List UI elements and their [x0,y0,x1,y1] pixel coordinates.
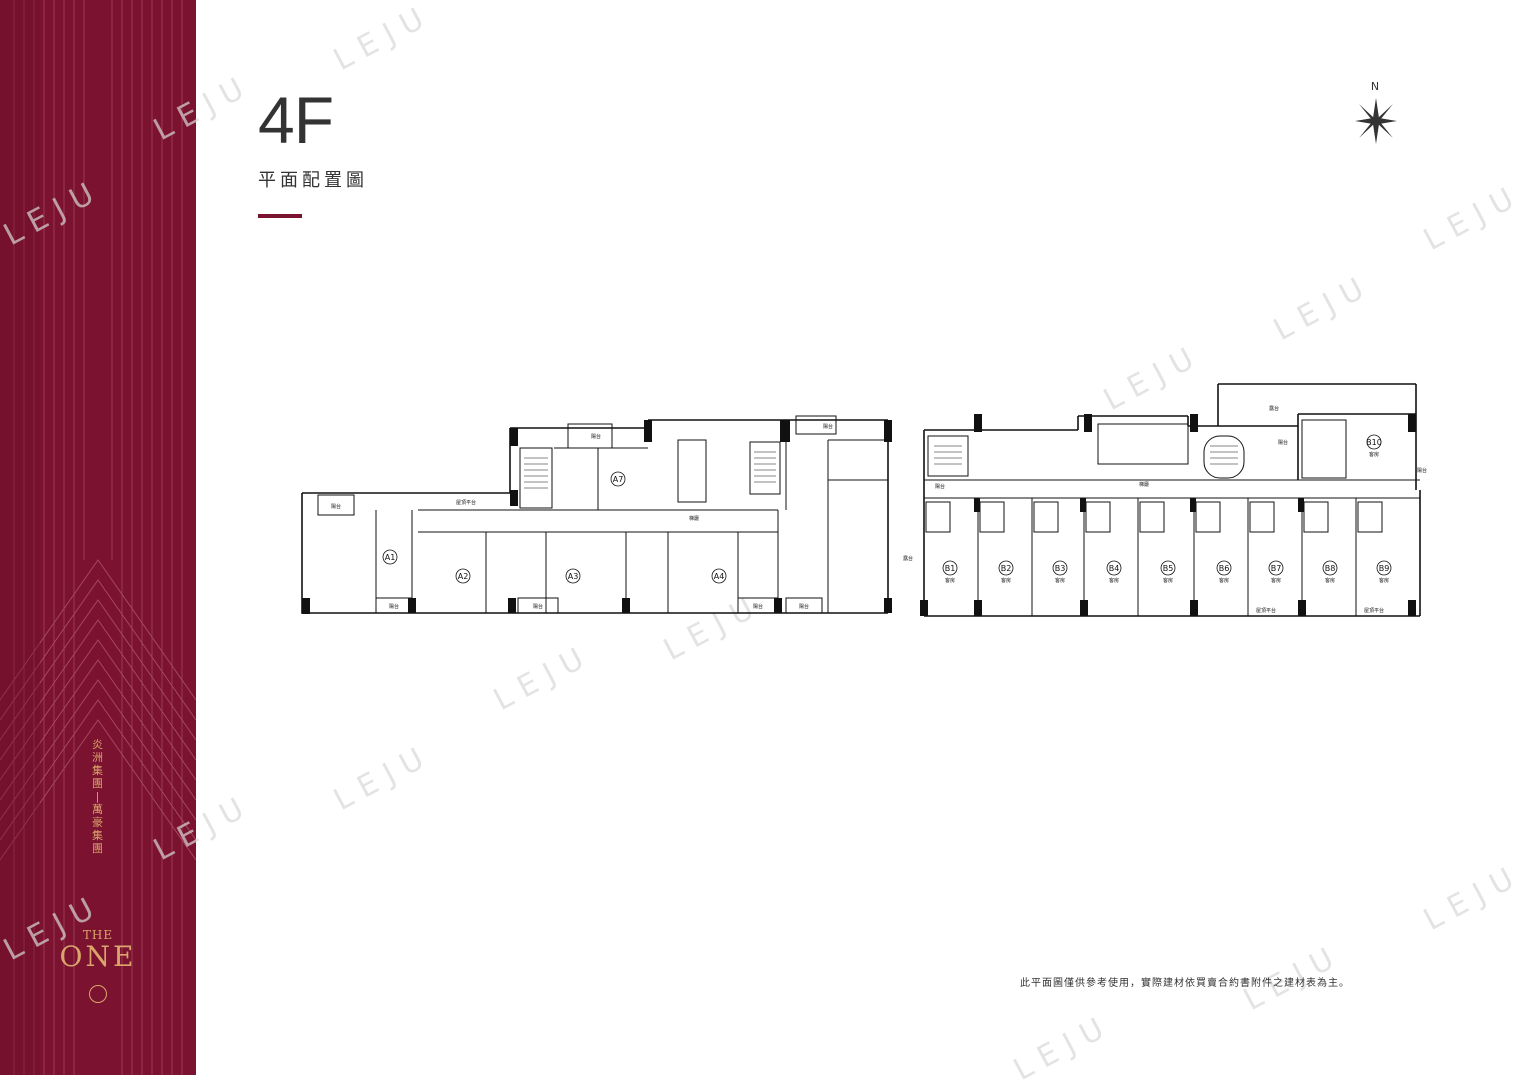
balcony-label: 陽台 [1417,467,1427,474]
unit-label: B6 [1219,564,1230,573]
watermark: LEJU [1268,267,1379,348]
page-subtitle: 平面配置圖 [258,170,368,191]
room-label: 客房 [1369,451,1379,458]
balcony-label: 陽台 [591,433,601,440]
unit-label: B9 [1379,564,1390,573]
terrace-label: 屋頂平台 [1256,607,1276,614]
logo-seal-icon [89,985,107,1003]
unit-label: B5 [1163,564,1174,573]
brand-char: 萬 [92,803,104,816]
unit-label: A2 [458,572,469,581]
floor-plan: A1 A2 A3 A4 A7 B1 B2 B3 B4 B5 B6 B7 B8 B… [301,383,1427,617]
unit-label: A7 [613,475,624,484]
watermark: LEJU [1418,177,1521,258]
brand-char: 團 [92,842,104,855]
brand-char: 集 [92,829,104,842]
room-label: 客房 [1109,577,1119,584]
brand-char: 集 [92,764,104,777]
brand-char: 洲 [92,751,104,764]
room-label: 客房 [1055,577,1065,584]
room-label: 客房 [1001,577,1011,584]
disclaimer-text: 此平面圖僅供參考使用，實際建材依買賣合約書附件之建材表為主。 [1020,978,1350,989]
unit-label: A4 [714,572,725,581]
sidebar-pattern [0,0,196,1075]
room-label: 客房 [945,577,955,584]
watermark: LEJU [328,737,439,818]
balcony-label: 陽台 [823,423,833,430]
balcony-label: 陽台 [753,603,763,610]
corridor-label: 梯廳 [1139,481,1149,488]
watermark: LEJU [1418,857,1521,938]
logo-one: ONE [59,940,137,973]
lounge-label: 露台 [903,555,913,562]
unit-label: B4 [1109,564,1120,573]
unit-label: B8 [1325,564,1336,573]
balcony-label: 陽台 [389,603,399,610]
unit-label: B7 [1271,564,1282,573]
terrace-label: 屋頂平台 [456,499,476,506]
unit-label: A3 [568,572,579,581]
unit-label: B3 [1055,564,1066,573]
room-label: 客房 [1163,577,1173,584]
unit-label: B1 [945,564,956,573]
room-label: 客房 [1271,577,1281,584]
unit-label: B2 [1001,564,1012,573]
balcony-label: 陽台 [331,503,341,510]
north-label: N [1370,80,1380,93]
unit-label: A1 [385,553,396,562]
brand-char: 豪 [92,816,104,829]
lounge-label: 露台 [1269,405,1279,412]
brand-char: 團 [92,777,104,790]
compass-rose-icon [1355,98,1397,144]
balcony-label: 陽台 [935,483,945,490]
compass: N [1351,80,1399,152]
brand-vertical-text: 炎 洲 集 團 | 萬 豪 集 團 [88,738,108,855]
logo-the: THE [82,928,114,942]
balcony-label: 陽台 [533,603,543,610]
balcony-label: 陽台 [1278,439,1288,446]
floor-title: 4F [258,83,334,157]
unit-label: B10 [1366,438,1382,447]
room-label: 客房 [1219,577,1229,584]
brand-char: 炎 [92,738,104,751]
sidebar: 炎 洲 集 團 | 萬 豪 集 團 THE ONE [0,0,196,1075]
watermark: LEJU [328,0,439,78]
terrace-label: 屋頂平台 [1364,607,1384,614]
watermark: LEJU [488,637,599,718]
accent-bar [258,214,302,218]
room-label: 客房 [1379,577,1389,584]
watermark: LEJU [1008,1007,1119,1088]
brand-char: | [95,790,101,803]
corridor-label: 梯廳 [689,515,699,522]
balcony-label: 陽台 [799,603,809,610]
room-label: 客房 [1325,577,1335,584]
